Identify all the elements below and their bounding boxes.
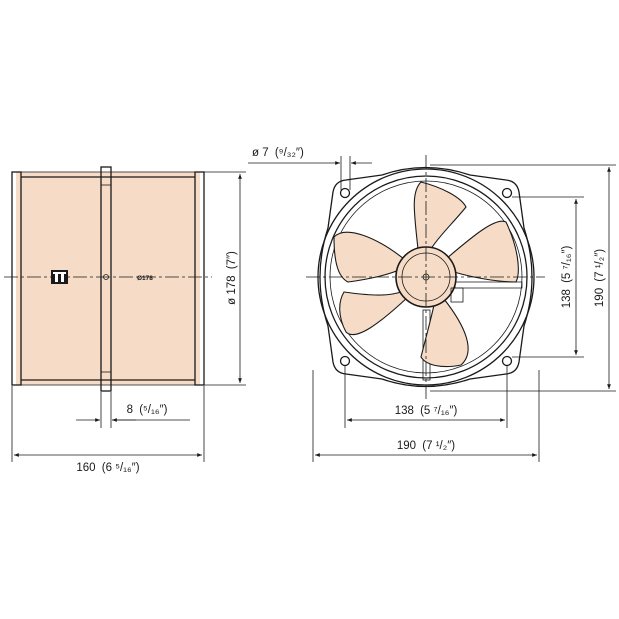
dimension-flange-width: 8 (⁵/₁₆″) xyxy=(76,392,190,428)
inner-diameter-label: Ø178 xyxy=(137,275,153,282)
overall-length-fraction: (6 ⁵/₁₆″) xyxy=(102,462,140,474)
mounting-hole-bottom-right xyxy=(501,355,513,367)
mounting-hole-top-left xyxy=(339,187,351,199)
right-rim xyxy=(194,171,205,386)
svg-text:190 (7 ¹/₂″): 190 (7 ¹/₂″) xyxy=(397,440,455,452)
hole-spacing-h-value: 138 xyxy=(395,405,414,417)
dimension-overall-width: 190 (7 ¹/₂″) xyxy=(312,370,540,462)
svg-text:138 (5 ⁷/₁₆″): 138 (5 ⁷/₁₆″) xyxy=(561,246,573,309)
svg-text:138 (5 ⁷/₁₆″): 138 (5 ⁷/₁₆″) xyxy=(395,405,458,417)
hole-spacing-v-fraction: (5 ⁷/₁₆″) xyxy=(561,246,573,283)
mounting-hole-bottom-left xyxy=(339,355,351,367)
svg-text:ø 7 (⁹/₃₂″): ø 7 (⁹/₃₂″) xyxy=(252,147,304,159)
hole-diameter-value: ø 7 xyxy=(252,147,269,159)
svg-text:8 (⁵/₁₆″): 8 (⁵/₁₆″) xyxy=(127,404,168,416)
hole-spacing-v-value: 138 xyxy=(561,289,573,308)
dimension-hole-spacing-vertical: 138 (5 ⁷/₁₆″) xyxy=(512,196,584,358)
fan-blades xyxy=(333,181,519,368)
overall-height-value: 190 xyxy=(594,288,606,307)
hole-spacing-h-fraction: (5 ⁷/₁₆″) xyxy=(420,405,457,417)
front-view xyxy=(306,155,545,400)
overall-width-value: 190 xyxy=(397,440,416,452)
svg-text:160 (6 ⁵/₁₆″): 160 (6 ⁵/₁₆″) xyxy=(76,462,139,474)
body-diameter-value: ø 178 xyxy=(226,275,238,304)
flange-width-fraction: (⁵/₁₆″) xyxy=(139,404,167,416)
strut-right xyxy=(454,281,523,289)
mounting-hole-top-right xyxy=(501,187,513,199)
mounting-flange xyxy=(100,166,112,392)
hole-diameter-fraction: (⁹/₃₂″) xyxy=(275,147,304,159)
dimension-body-diameter: ø 178 (7″) xyxy=(204,171,246,386)
dimension-hole-diameter: ø 7 (⁹/₃₂″) xyxy=(248,147,372,190)
dimension-overall-length: 160 (6 ⁵/₁₆″) xyxy=(11,386,205,474)
svg-text:190 (7 ¹/₂″): 190 (7 ¹/₂″) xyxy=(594,249,606,307)
left-rim xyxy=(11,171,22,386)
overall-width-fraction: (7 ¹/₂″) xyxy=(422,440,455,452)
side-view: Ø178 xyxy=(4,166,212,392)
body-diameter-fraction: (7″) xyxy=(226,251,238,269)
flange-width-value: 8 xyxy=(127,404,133,416)
flange-outline xyxy=(319,166,533,388)
overall-length-value: 160 xyxy=(76,462,95,474)
overall-height-fraction: (7 ¹/₂″) xyxy=(594,249,606,282)
svg-text:ø 178 (7″): ø 178 (7″) xyxy=(226,251,238,305)
dimension-hole-spacing-horizontal: 138 (5 ⁷/₁₆″) xyxy=(344,366,508,428)
dimension-overall-height: 190 (7 ¹/₂″) xyxy=(430,164,616,392)
manufacturer-logo-icon xyxy=(51,270,68,284)
terminal-box xyxy=(450,287,464,303)
